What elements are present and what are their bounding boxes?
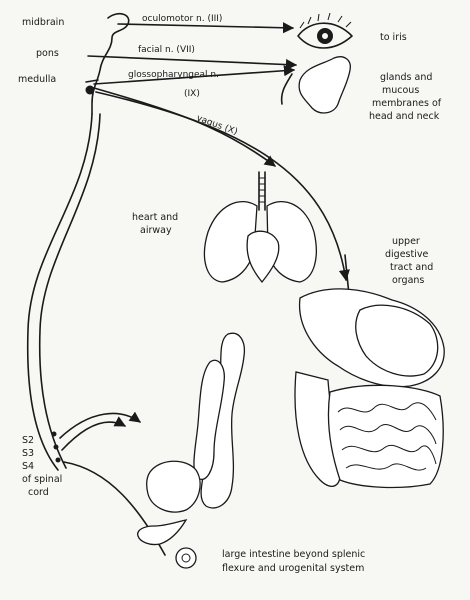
- label-pons: pons: [36, 48, 59, 59]
- eye-icon: [298, 13, 352, 48]
- label-midbrain: midbrain: [22, 17, 64, 28]
- label-to-iris: to iris: [380, 32, 407, 43]
- label-glands-3: membranes of: [372, 98, 442, 109]
- oculomotor-nerve: [118, 24, 293, 28]
- label-facial: facial n. (VII): [138, 45, 195, 55]
- vagus-to-heart: [94, 88, 275, 166]
- label-vagus: vagus (X): [195, 113, 239, 137]
- pelvic-nerve-2: [62, 422, 125, 450]
- label-spinal-1: of spinal: [22, 474, 62, 485]
- label-upper-2: digestive: [385, 249, 428, 260]
- label-large-intestine-1: large intestine beyond splenic: [222, 549, 365, 560]
- label-glands-1: glands and: [380, 72, 432, 83]
- label-large-intestine-2: flexure and urogenital system: [222, 563, 364, 574]
- lungs-heart-icon: [204, 172, 316, 282]
- label-glossopharyngeal: glossopharyngeal n.: [128, 70, 219, 80]
- label-oculomotor: oculomotor n. (III): [142, 14, 222, 24]
- label-spinal-2: cord: [28, 487, 49, 498]
- digestive-organs-icon: [295, 255, 444, 487]
- label-upper-3: tract and: [390, 262, 433, 273]
- label-s3: S3: [22, 448, 34, 459]
- pelvic-nerve-1: [60, 414, 140, 438]
- label-s2: S2: [22, 435, 34, 446]
- label-upper-4: organs: [392, 275, 424, 286]
- label-heart-2: airway: [140, 225, 172, 236]
- label-s4: S4: [22, 461, 34, 472]
- label-glossopharyngeal-num: (IX): [184, 89, 200, 99]
- facial-nerve: [88, 56, 296, 65]
- label-upper-1: upper: [392, 236, 420, 247]
- label-glands-2: mucous: [382, 85, 419, 96]
- intestine-bladder-icon: [138, 333, 245, 568]
- label-glands-4: head and neck: [369, 111, 440, 122]
- label-heart-1: heart and: [132, 212, 178, 223]
- label-medulla: medulla: [18, 74, 56, 85]
- medulla-nucleus: [86, 86, 95, 95]
